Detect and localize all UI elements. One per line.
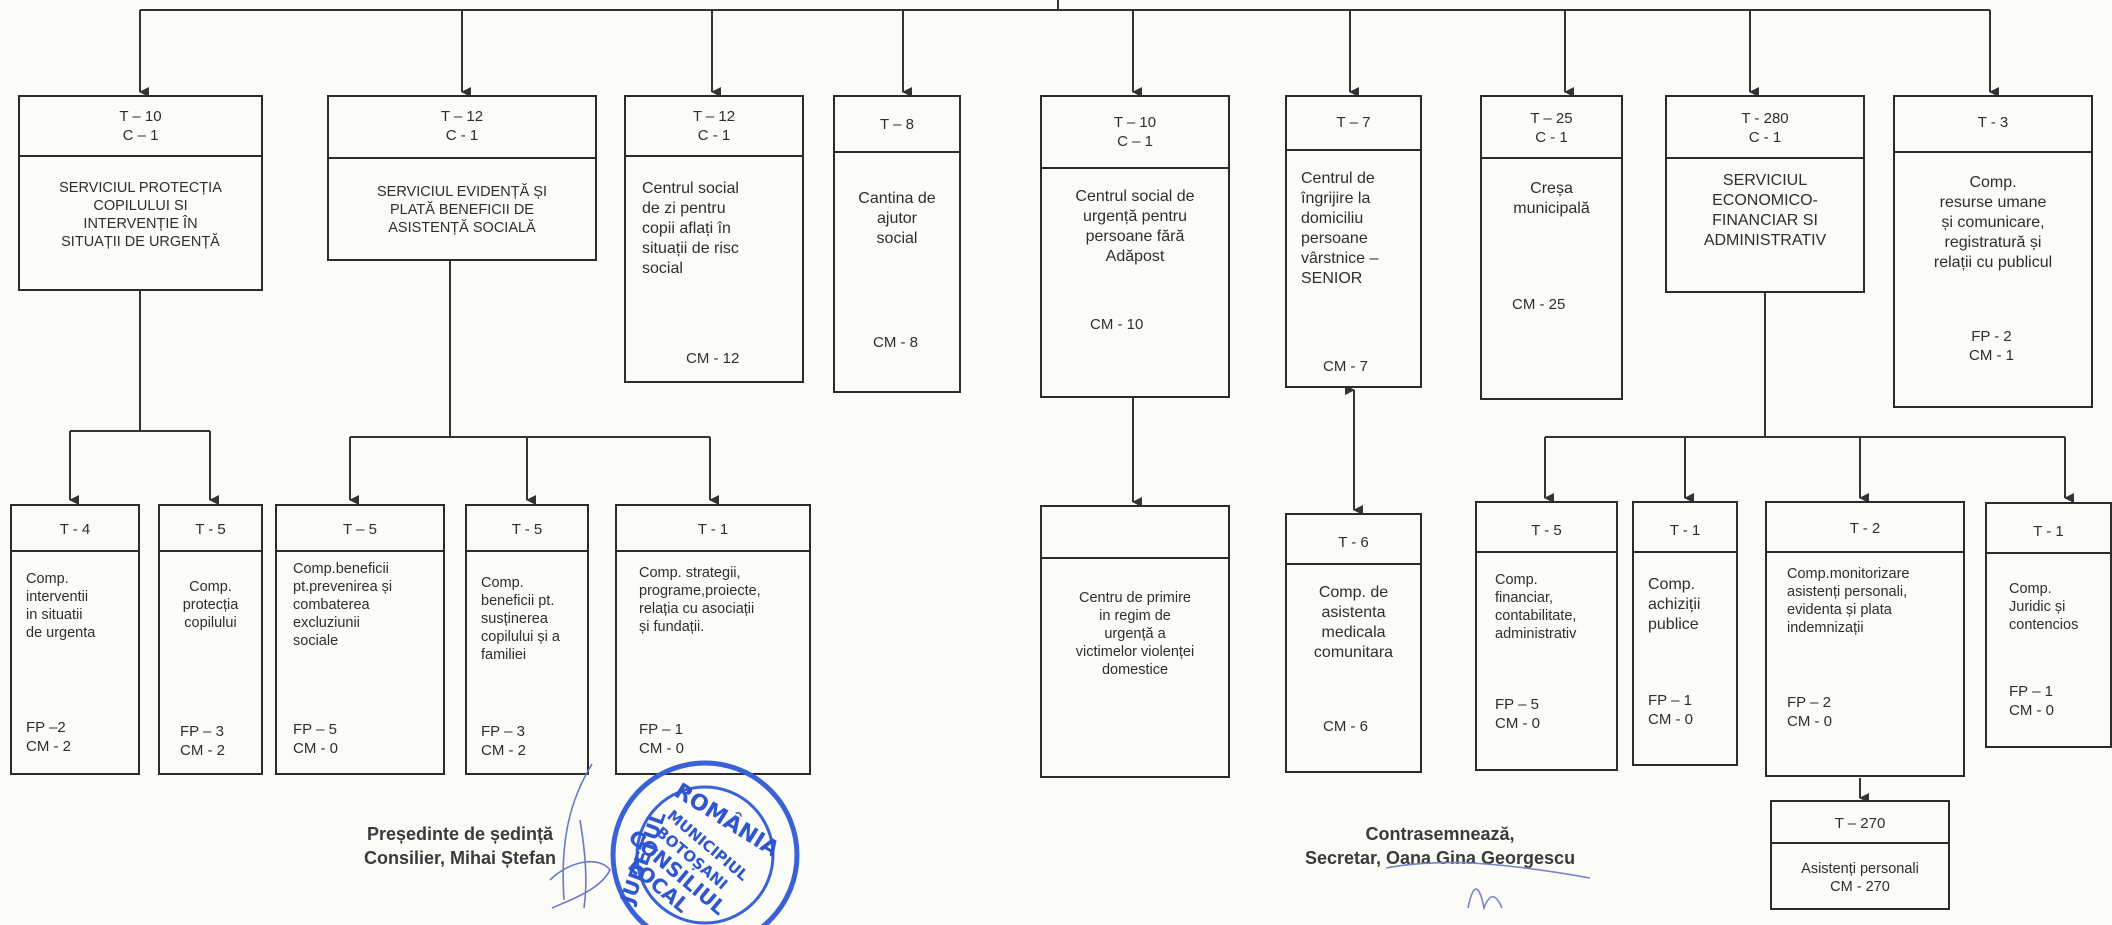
- box-staff-count: CM - 12: [686, 350, 740, 367]
- box-title: Centru de primire in regim de urgență a …: [1075, 590, 1195, 678]
- official-stamp: ROMÂNIA MUNICIPIUL BOTOȘANI CONSILIUL LO…: [610, 760, 800, 925]
- box-title: Comp. resurse umane și comunicare, regis…: [1933, 174, 2053, 271]
- box-header: T – 8: [835, 97, 959, 153]
- box-staff-count: FP – 5 CM - 0: [293, 721, 338, 757]
- box-comp-juridic-contencios: T - 1 Comp. Juridic și contencios FP – 1…: [1985, 502, 2112, 748]
- box-staff-count: FP – 3 CM - 2: [481, 723, 526, 759]
- box-title: SERVICIUL ECONOMICO- FINANCIAR SI ADMINI…: [1703, 172, 1827, 249]
- box-header: T - 2: [1767, 503, 1963, 553]
- box-header: T - 5: [467, 506, 587, 552]
- box-header: T - 1: [617, 506, 809, 552]
- box-title: Comp. Juridic și contencios: [2009, 581, 2079, 633]
- box-staff-count: FP - 2 CM - 1: [1969, 328, 2014, 364]
- box-comp-asistenta-medicala: T - 6 Comp. de asistenta medicala comuni…: [1285, 513, 1422, 773]
- box-title: Comp. strategii, programe,proiecte, rela…: [639, 565, 761, 635]
- box-title: Creșa municipală: [1513, 180, 1590, 217]
- box-title: SERVICIUL PROTECȚIA COPILULUI SI INTERVE…: [59, 180, 222, 250]
- box-title: Comp. de asistenta medicala comunitara: [1313, 584, 1394, 661]
- box-title: Centrul social de urgență pentru persoan…: [1075, 188, 1195, 265]
- box-centru-primire-violenta-domestica: Centru de primire in regim de urgență a …: [1040, 505, 1230, 778]
- box-staff-count: FP – 1 CM - 0: [2009, 683, 2054, 719]
- box-title: Comp. achiziții publice: [1648, 576, 1701, 633]
- box-staff-count: CM - 8: [873, 334, 918, 351]
- box-title: Cantina de ajutor social: [858, 190, 936, 247]
- box-staff-count: CM - 7: [1323, 358, 1368, 375]
- box-header: T – 7: [1287, 97, 1420, 151]
- box-asistenti-personali: T – 270 Asistenți personali CM - 270: [1770, 800, 1950, 910]
- box-comp-financiar-contabilitate: T - 5 Comp. financiar, contabilitate, ad…: [1475, 501, 1618, 771]
- box-centrul-senior: T – 7 Centrul de îngrijire la domiciliu …: [1285, 95, 1422, 388]
- box-staff-count: FP –2 CM - 2: [26, 719, 71, 755]
- box-title: Centrul de îngrijire la domiciliu persoa…: [1301, 170, 1379, 287]
- box-staff-count: FP – 1 CM - 0: [639, 721, 684, 757]
- box-header: T - 5: [1477, 503, 1616, 553]
- box-staff-count: CM - 6: [1323, 718, 1368, 735]
- box-header: [1042, 507, 1228, 559]
- box-title: SERVICIUL EVIDENȚĂ ȘI PLATĂ BENEFICII DE…: [376, 184, 548, 236]
- box-header: T – 270: [1772, 802, 1948, 844]
- box-title: Comp. beneficii pt. susținerea copilului…: [481, 575, 560, 663]
- box-header: T - 4: [12, 506, 138, 552]
- box-staff-count: FP – 2 CM - 0: [1787, 694, 1832, 730]
- box-header: T - 5: [160, 506, 261, 552]
- box-header: T - 1: [1987, 504, 2110, 554]
- box-title: Centrul social de zi pentru copii aflați…: [642, 180, 739, 277]
- box-title: Asistenți personali CM - 270: [1801, 861, 1919, 895]
- signature-block-secretary: Contrasemnează, Secretar, Oana Gina Geor…: [1304, 824, 1576, 868]
- box-comp-achizitii-publice: T - 1 Comp. achiziții publice FP – 1 CM …: [1632, 501, 1738, 766]
- box-title: Comp.beneficii pt.prevenirea și combater…: [293, 561, 393, 649]
- box-header: T – 5: [277, 506, 443, 552]
- box-title: Comp. protecția copilului: [182, 579, 239, 631]
- box-comp-beneficii-excluziune: T – 5 Comp.beneficii pt.prevenirea și co…: [275, 504, 445, 775]
- box-comp-beneficii-copil-familie: T - 5 Comp. beneficii pt. susținerea cop…: [465, 504, 589, 775]
- box-staff-count: FP – 1 CM - 0: [1648, 692, 1693, 728]
- box-cantina-ajutor-social: T – 8 Cantina de ajutor social CM - 8: [833, 95, 961, 393]
- box-staff-count: FP – 3 CM - 2: [180, 723, 225, 759]
- box-title: Comp. interventii in situatii de urgenta: [26, 571, 96, 641]
- box-comp-resurse-umane: T - 3 Comp. resurse umane și comunicare,…: [1893, 95, 2093, 408]
- box-comp-protectia-copilului: T - 5 Comp. protecția copilului FP – 3 C…: [158, 504, 263, 775]
- box-staff-count: FP – 5 CM - 0: [1495, 696, 1540, 732]
- box-title: Comp.monitorizare asistenți personali, e…: [1787, 566, 1910, 636]
- box-comp-monitorizare-asistenti: T - 2 Comp.monitorizare asistenți person…: [1765, 501, 1965, 777]
- box-header: T - 1: [1634, 503, 1736, 553]
- signature-block-president: Președinte de ședință Consilier, Mihai Ș…: [363, 824, 557, 868]
- box-title: Comp. financiar, contabilitate, administ…: [1495, 572, 1577, 642]
- box-header: T - 3: [1895, 97, 2091, 153]
- signature-scribble-right: [1385, 861, 1591, 910]
- box-staff-count: CM - 10: [1090, 316, 1144, 333]
- box-staff-count: CM - 25: [1512, 296, 1566, 313]
- box-comp-interventii-urgenta: T - 4 Comp. interventii in situatii de u…: [10, 504, 140, 775]
- box-header: T - 6: [1287, 515, 1420, 565]
- signature-scribble-left: [549, 763, 611, 909]
- box-comp-strategii-programe: T - 1 Comp. strategii, programe,proiecte…: [615, 504, 811, 775]
